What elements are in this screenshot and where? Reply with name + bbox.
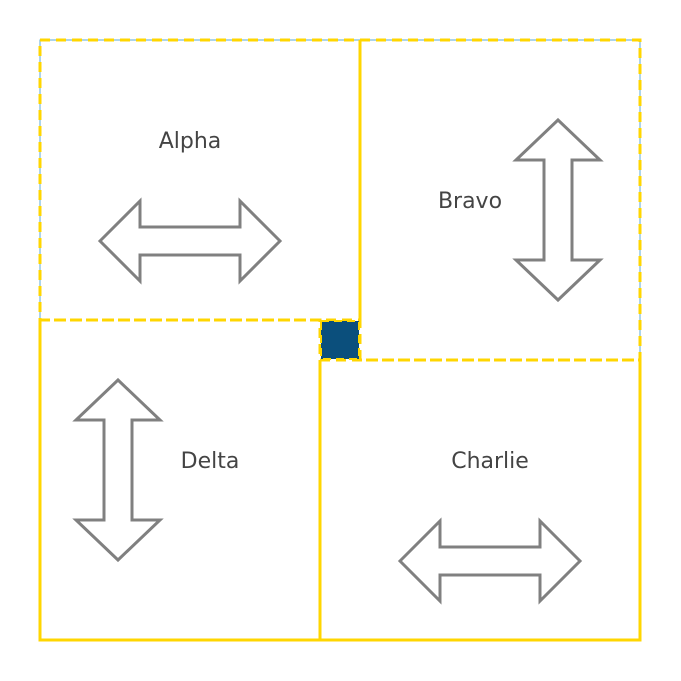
panel-charlie-label: Charlie	[451, 449, 529, 474]
panel-delta-border	[38, 318, 322, 642]
horizontal-double-arrow-icon	[97, 197, 283, 285]
center-square[interactable]	[320, 320, 360, 360]
panel-delta-label: Delta	[181, 449, 240, 474]
panel-alpha[interactable]: Alpha	[38, 38, 362, 322]
vertical-double-arrow-icon	[72, 377, 164, 563]
panel-charlie-border	[318, 358, 642, 642]
panel-delta[interactable]: Delta	[38, 318, 322, 642]
panel-alpha-label: Alpha	[159, 129, 222, 154]
panel-charlie[interactable]: Charlie	[318, 358, 642, 642]
horizontal-double-arrow-icon	[397, 517, 583, 605]
vertical-double-arrow-icon	[512, 117, 604, 303]
panel-bravo-label: Bravo	[438, 189, 502, 214]
panel-alpha-border	[38, 38, 362, 322]
panel-bravo[interactable]: Bravo	[358, 38, 642, 362]
